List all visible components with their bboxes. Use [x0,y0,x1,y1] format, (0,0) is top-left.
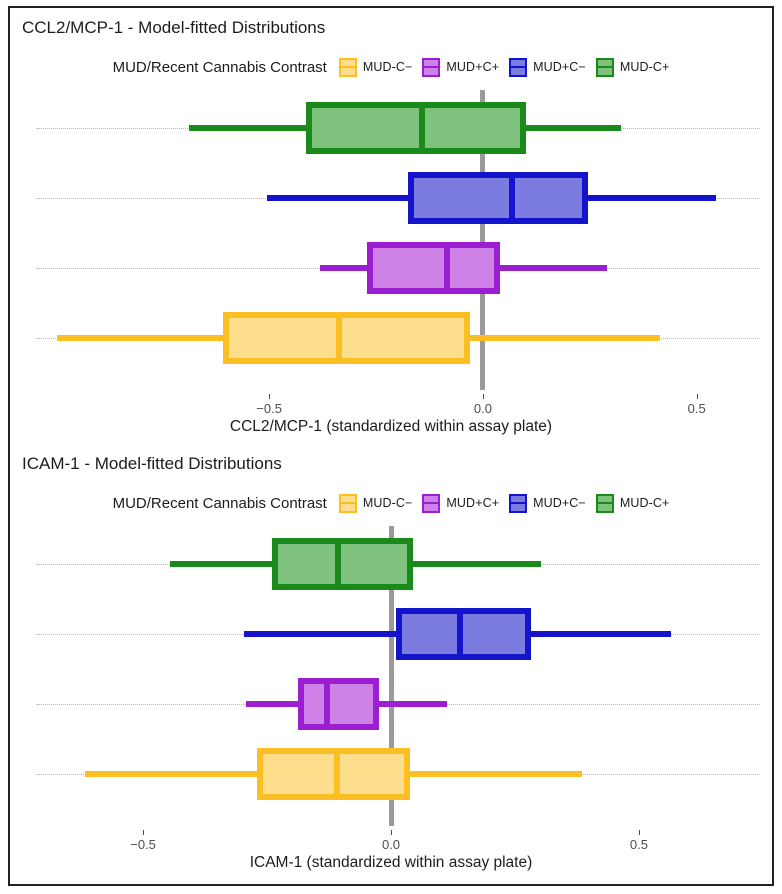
median-line [457,608,464,660]
legend-label: MUD+C− [533,60,586,74]
legend-key-yellow [338,493,357,513]
zero-reference-line [388,526,394,826]
box-iqr [297,678,379,730]
panel-title-icam1: ICAM-1 - Model-fitted Distributions [22,454,282,473]
figure-frame: CCL2/MCP-1 - Model-fitted Distributions … [8,6,774,886]
box-iqr [257,748,411,800]
legend-entry-mud-plus-c-plus[interactable]: MUD+C+ [422,57,500,77]
legend-entry-mud-plus-c-minus[interactable]: MUD+C− [509,57,586,77]
legend-entry-mud-plus-c-minus[interactable]: MUD+C− [509,493,586,513]
legend-label: MUD-C− [362,60,413,74]
legend-entry-mud-c-plus[interactable]: MUD-C+ [595,493,670,513]
box-plot-mud-c-[interactable] [10,608,772,660]
legend-key-green [595,57,614,77]
legend-label: MUD+C− [533,496,586,510]
x-tick-mark [638,830,640,835]
x-axis-title-icam1: ICAM-1 (standardized within assay plate) [249,854,533,871]
legend-title: MUD/Recent Cannabis Contrast [112,58,327,76]
legend-key-purple [422,57,441,77]
median-line [324,678,331,730]
x-tick-mark [696,394,698,399]
x-tick-label: 0.0 [381,837,401,852]
plot-area-icam1 [10,526,772,826]
x-tick-mark [391,830,392,835]
box-iqr [396,608,531,660]
legend-label: MUD-C+ [619,496,670,510]
median-line [418,102,425,154]
legend-icam1: MUD/Recent Cannabis Contrast MUD-C− MUD+… [10,490,772,516]
x-axis-title-ccl2: CCL2/MCP-1 (standardized within assay pl… [229,418,553,435]
box-iqr [407,172,589,224]
legend-entry-mud-plus-c-plus[interactable]: MUD+C+ [422,493,500,513]
legend-entry-mud-c-plus[interactable]: MUD-C+ [595,57,670,77]
box-plot-mud-c-[interactable] [10,678,772,730]
box-plot-mud-c-[interactable] [10,312,772,364]
x-tick-mark [143,830,145,835]
x-tick-label: 0.5 [629,837,648,852]
box-iqr [223,312,471,364]
legend-key-green [595,493,614,513]
median-line [444,242,451,294]
box-plot-mud-c-[interactable] [10,748,772,800]
box-plot-mud-c-[interactable] [10,102,772,154]
plot-area-ccl2 [10,90,772,390]
x-tick-mark [482,394,484,399]
legend-key-yellow [338,57,357,77]
x-tick-label: −0.5 [256,401,282,416]
x-axis-icam1: ICAM-1 (standardized within assay plate)… [10,830,772,878]
legend-label: MUD+C+ [446,496,500,510]
legend-label: MUD+C+ [446,60,500,74]
x-axis-ccl2: CCL2/MCP-1 (standardized within assay pl… [10,394,772,442]
zero-reference-line [480,90,486,390]
panel-title-ccl2: CCL2/MCP-1 - Model-fitted Distributions [22,18,326,37]
legend-label: MUD-C+ [619,60,670,74]
legend-key-purple [422,493,441,513]
legend-key-blue [509,57,528,77]
panel-icam1: ICAM-1 - Model-fitted Distributions MUD/… [10,444,772,884]
box-plot-mud-c-[interactable] [10,172,772,224]
legend-key-blue [509,493,528,513]
median-line [333,748,340,800]
box-iqr [272,538,414,590]
box-plot-mud-c-[interactable] [10,538,772,590]
median-line [508,172,515,224]
median-line [335,538,342,590]
x-tick-label: 0.5 [687,401,706,416]
median-line [335,312,342,364]
box-iqr [367,242,501,294]
legend-title: MUD/Recent Cannabis Contrast [112,494,327,512]
x-tick-mark [269,394,271,399]
box-plot-mud-c-[interactable] [10,242,772,294]
legend-ccl2: MUD/Recent Cannabis Contrast MUD-C− MUD+… [10,54,772,80]
x-tick-label: 0.0 [473,401,492,416]
legend-label: MUD-C− [362,496,413,510]
legend-entry-mud-c-minus[interactable]: MUD-C− [338,493,413,513]
legend-entry-mud-c-minus[interactable]: MUD-C− [338,57,413,77]
box-iqr [305,102,527,154]
panel-ccl2: CCL2/MCP-1 - Model-fitted Distributions … [10,8,772,444]
x-tick-label: −0.5 [130,837,156,852]
